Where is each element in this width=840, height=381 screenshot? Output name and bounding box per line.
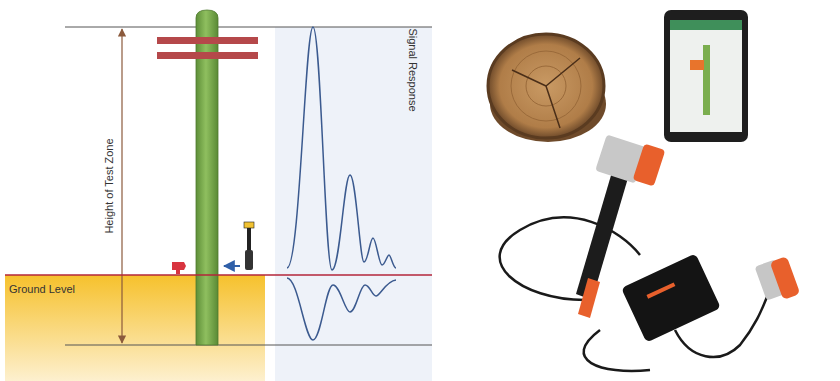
accelerometer xyxy=(755,256,801,301)
signal-wave xyxy=(287,278,396,340)
signal-panel xyxy=(275,27,432,381)
crossarm xyxy=(157,37,258,44)
zone-bottom-line xyxy=(65,345,432,346)
zone-top-line xyxy=(65,27,432,28)
crossarm xyxy=(157,52,258,59)
signal-wave xyxy=(287,27,396,270)
ground-line xyxy=(5,274,432,276)
cables xyxy=(500,217,770,371)
hammer-symbol xyxy=(244,222,254,270)
sensor-box xyxy=(621,253,721,342)
tablet xyxy=(664,10,748,142)
ground-label: Ground Level xyxy=(9,283,75,296)
dimension-label: Height of Test Zone xyxy=(103,138,116,233)
height-arrow xyxy=(121,29,122,343)
wood-log xyxy=(488,34,606,142)
sensor-symbol xyxy=(172,262,186,274)
axis-label: Signal Response xyxy=(405,28,418,111)
ground-fill xyxy=(5,275,265,381)
impact-arrow xyxy=(224,265,240,267)
pole xyxy=(196,10,218,345)
